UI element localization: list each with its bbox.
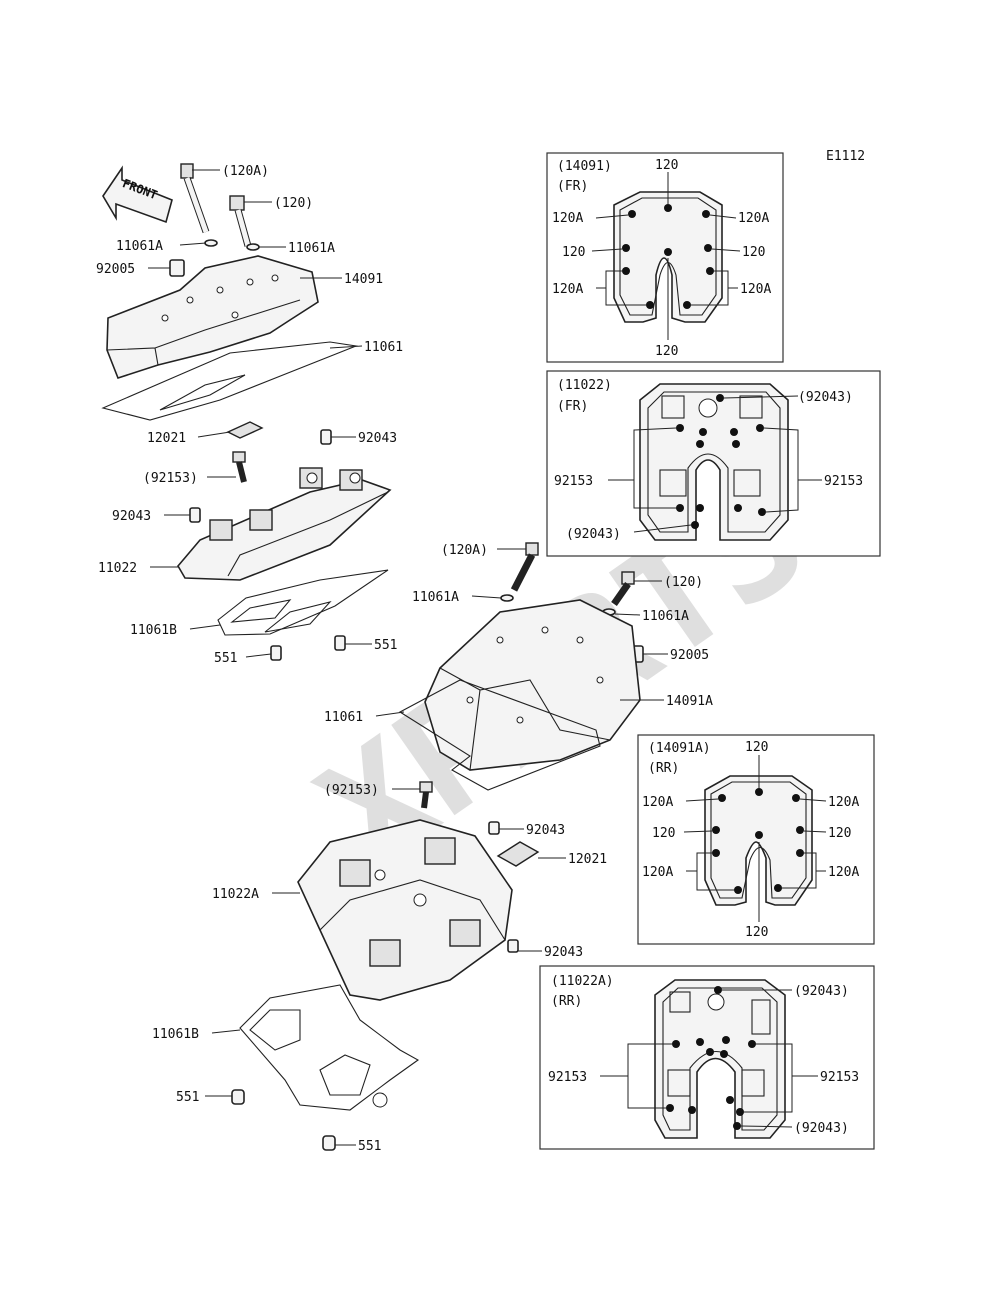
inset-label: (92043) — [794, 984, 849, 999]
callout-11061b-rr: 11061B — [152, 1027, 199, 1042]
callout-120a-mid: (120A) — [441, 543, 488, 558]
dowel-551-right — [334, 635, 346, 651]
cap-12021 — [226, 421, 264, 439]
inset-title: (14091) — [557, 159, 612, 174]
inset-label: 92153 — [554, 474, 593, 489]
inset-title: (11022) — [557, 378, 612, 393]
inset-label: 120 — [745, 925, 768, 940]
callout-551-left: 551 — [214, 651, 237, 666]
dowel-551-rr-left — [231, 1089, 245, 1105]
washer-11061a-left — [204, 239, 218, 247]
diagram-code: E1112 — [826, 149, 865, 164]
callout-11061b: 11061B — [130, 623, 177, 638]
callout-11061a-mid-right: 11061A — [642, 609, 689, 624]
bolt-120-mid — [611, 571, 635, 607]
head-gasket-front — [217, 569, 389, 636]
bolt-120-top — [229, 195, 252, 247]
callout-92043-top: 92043 — [358, 431, 397, 446]
inset-label: 120A — [552, 211, 583, 226]
callout-11061: 11061 — [364, 340, 403, 355]
inset-label: 120 — [745, 740, 768, 755]
callout-12021: 12021 — [147, 431, 186, 446]
head-gasket-rear — [239, 984, 420, 1111]
front-arrow-icon: FRONT — [102, 165, 173, 224]
inset-label: 120A — [738, 211, 769, 226]
inset-11022a-rr: (11022A) (RR) (92043) 92153 92153 (92043… — [539, 965, 875, 1150]
callout-551-rr-left: 551 — [176, 1090, 199, 1105]
cover-gasket-rear — [398, 679, 601, 791]
washer-11061a-mid-left — [500, 594, 514, 602]
inset-label: 120 — [742, 245, 765, 260]
inset-label: 120 — [828, 826, 851, 841]
callout-92043-rr-low: 92043 — [544, 945, 583, 960]
inset-title: (14091A) — [648, 741, 711, 756]
callout-120a-top: (120A) — [222, 164, 269, 179]
inset-label: 120A — [642, 795, 673, 810]
callout-14091: 14091 — [344, 272, 383, 287]
inset-label: 120A — [642, 865, 673, 880]
callout-12021-rr: 12021 — [568, 852, 607, 867]
callout-92005: 92005 — [96, 262, 135, 277]
inset-label: (92043) — [798, 390, 853, 405]
callout-leaders — [148, 169, 668, 1146]
callout-92005-mid: 92005 — [670, 648, 709, 663]
inset-label: 120 — [655, 344, 678, 359]
inset-label: (92043) — [566, 527, 621, 542]
collar-92005 — [169, 259, 185, 277]
bolt-92153-rear — [419, 781, 433, 809]
bolt-120a-top — [180, 163, 210, 234]
inset-14091a-rr: (14091A) (RR) 120 120A 120A 120 120 120A… — [637, 734, 875, 945]
pin-92043-left — [189, 507, 201, 523]
inset-11022-fr: (11022) (FR) (92043) 92153 92153 (92043) — [546, 370, 881, 557]
inset-subtitle: (RR) — [648, 761, 679, 776]
bolt-120a-mid — [510, 542, 539, 592]
inset-subtitle: (RR) — [551, 994, 582, 1009]
inset-label: 92153 — [548, 1070, 587, 1085]
callout-551-rr-bottom: 551 — [358, 1139, 381, 1154]
cylinder-head-front — [177, 467, 392, 581]
callout-11022a: 11022A — [212, 887, 259, 902]
washer-11061a-right — [246, 243, 260, 251]
callout-11061a-mid-left: 11061A — [412, 590, 459, 605]
inset-label: 120 — [652, 826, 675, 841]
inset-label: 120A — [740, 282, 771, 297]
callout-11061-mid: 11061 — [324, 710, 363, 725]
callout-14091a: 14091A — [666, 694, 713, 709]
dowel-551-rr-bottom — [322, 1135, 336, 1151]
inset-label: 120A — [828, 795, 859, 810]
cylinder-head-rear — [297, 819, 513, 1001]
inset-label: 120 — [655, 158, 678, 173]
bolt-92153-front — [232, 451, 247, 483]
callout-92043-rr-top: 92043 — [526, 823, 565, 838]
callout-92153-rear: (92153) — [324, 783, 379, 798]
cylinder-head-cover-front — [106, 255, 319, 379]
callout-11061a-left: 11061A — [116, 239, 163, 254]
inset-label: (92043) — [794, 1121, 849, 1136]
inset-14091-fr: (14091) (FR) 120 120A 120A 120 120 120A … — [546, 152, 784, 363]
inset-subtitle: (FR) — [557, 399, 588, 414]
inset-label: 92153 — [820, 1070, 859, 1085]
callout-120-mid: (120) — [664, 575, 703, 590]
inset-subtitle: (FR) — [557, 179, 588, 194]
callout-551-right: 551 — [374, 638, 397, 653]
callout-11022: 11022 — [98, 561, 137, 576]
callout-92043-left: 92043 — [112, 509, 151, 524]
inset-label: 92153 — [824, 474, 863, 489]
pin-92043-top — [320, 429, 332, 445]
callout-120-top: (120) — [274, 196, 313, 211]
dowel-551-left — [270, 645, 282, 661]
inset-title: (11022A) — [551, 974, 614, 989]
callout-11061a-right: 11061A — [288, 241, 335, 256]
callout-92153-front: (92153) — [143, 471, 198, 486]
inset-label: 120 — [562, 245, 585, 260]
cap-12021-rr — [496, 841, 540, 867]
pin-92043-rr-low — [507, 939, 519, 953]
inset-label: 120A — [552, 282, 583, 297]
inset-label: 120A — [828, 865, 859, 880]
pin-92043-rr-top — [488, 821, 500, 835]
